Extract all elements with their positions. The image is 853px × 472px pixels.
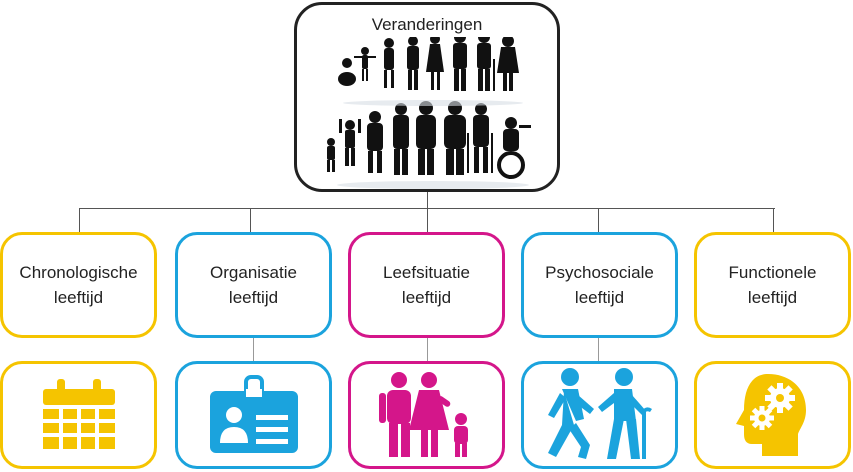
connector-drop-4 [598,208,599,233]
category-label: Leefsituatie leeftijd [383,263,470,307]
icon-box-organisatie [175,361,332,469]
connector-drop-1 [79,208,80,233]
calendar-icon [42,379,115,449]
category-box-psychosociale: Psychosociale leeftijd [521,232,678,338]
category-box-functionele: Functionele leeftijd [694,232,851,338]
life-stages-people-icon [327,37,531,189]
category-label: Chronologische leeftijd [19,263,138,307]
category-box-leefsituatie: Leefsituatie leeftijd [348,232,505,338]
icon-box-psychosociale [521,361,678,469]
id-badge-icon [209,375,298,453]
changes-title: Veranderingen [371,15,483,34]
changes-box: Veranderingen [294,2,560,192]
category-label: Psychosociale leeftijd [545,263,654,307]
connector-drop-2 [250,208,251,233]
walking-people-icon [547,368,652,459]
connector-trunk [427,192,428,208]
connector-link-3 [427,338,428,362]
category-label: Functionele leeftijd [728,263,817,307]
family-icon [378,372,468,457]
category-box-organisatie: Organisatie leeftijd [175,232,332,338]
head-gears-icon [735,374,806,456]
connector-drop-3 [427,208,428,233]
connector-link-2 [253,338,254,362]
category-label: Organisatie leeftijd [210,263,297,307]
connector-link-4 [598,338,599,362]
connector-drop-5 [773,208,774,233]
icon-box-chronologische [0,361,157,469]
icon-box-functionele [694,361,851,469]
category-box-chronologische: Chronologische leeftijd [0,232,157,338]
icon-box-leefsituatie [348,361,505,469]
